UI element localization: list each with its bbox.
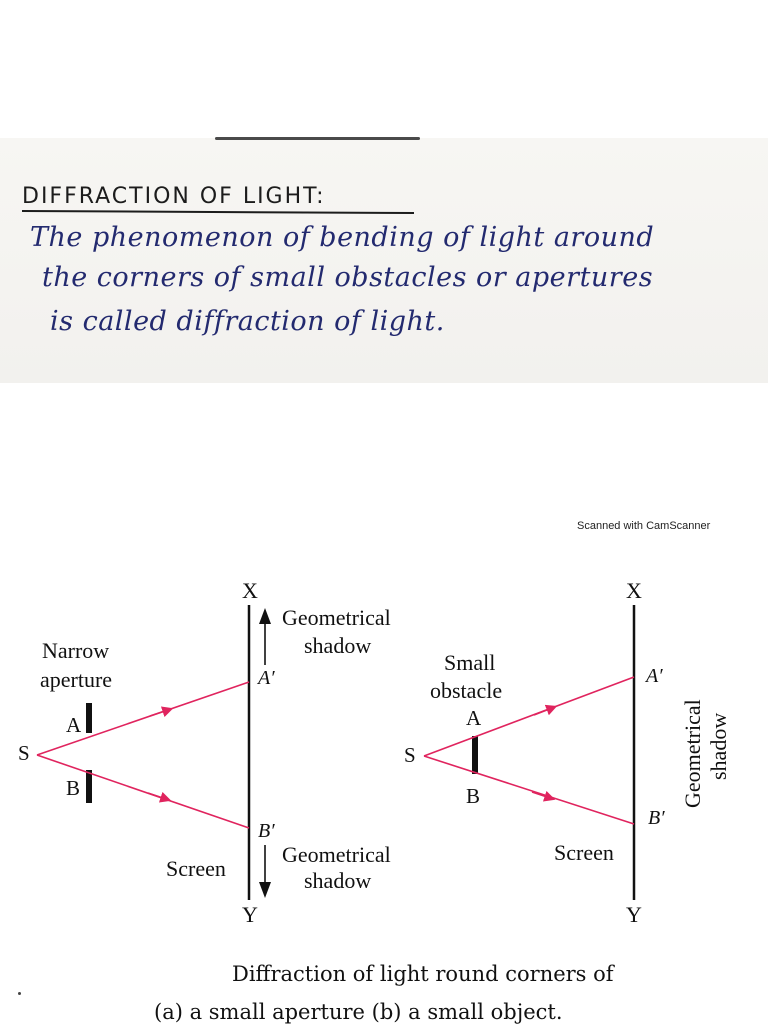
screen-label-b: Screen <box>554 840 614 865</box>
note-heading: DIFFRACTION OF LIGHT: <box>22 184 326 209</box>
obstacle-label-1: Small <box>444 650 495 675</box>
panel-b: X Y A B S A′ B′ Small obstacle Geometric… <box>404 578 731 927</box>
ray-b-bottom <box>423 755 635 825</box>
label-a-edge-a: A <box>66 713 82 737</box>
ray-b-top <box>423 676 635 757</box>
label-y-b: Y <box>626 902 642 927</box>
label-a-prime-a: A′ <box>256 667 275 689</box>
note-line-2: the corners of small obstacles or apertu… <box>42 262 654 293</box>
aperture-edge-a-bottom <box>86 770 92 803</box>
label-b-edge-b: B <box>466 784 480 808</box>
caption-line-2: (a) a small aperture (b) a small object. <box>154 1000 563 1024</box>
shadow-label-a-top-2: shadow <box>304 633 371 658</box>
ray-arrow-b-top <box>533 704 558 716</box>
label-b-edge-a: B <box>66 776 80 800</box>
aperture-edge-a-top <box>86 703 92 733</box>
shadow-arrowhead-a-bottom <box>259 882 271 898</box>
shadow-label-a-bottom-1: Geometrical <box>282 842 391 867</box>
scan-speck <box>18 992 21 995</box>
label-a-prime-b: A′ <box>644 665 663 687</box>
ray-a-top <box>36 681 250 756</box>
shadow-label-b-1: Geometrical <box>680 699 705 808</box>
aperture-label-2: aperture <box>40 667 112 692</box>
label-x-a: X <box>242 578 258 603</box>
ray-arrow-b-bottom <box>531 790 556 802</box>
aperture-label-1: Narrow <box>42 638 109 663</box>
scanner-watermark: Scanned with CamScanner <box>577 520 711 532</box>
note-line-3: is called diffraction of light. <box>50 306 445 337</box>
ray-arrow-a-top <box>149 706 174 718</box>
obstacle-b <box>472 736 478 774</box>
label-s-a: S <box>18 741 30 765</box>
diffraction-diagram: X Y A B S A′ B′ Narrow aperture Geometri… <box>18 578 731 927</box>
note-line-1: The phenomenon of bending of light aroun… <box>30 222 655 253</box>
label-b-prime-a: B′ <box>258 820 275 842</box>
label-b-prime-b: B′ <box>648 807 665 829</box>
shadow-label-b-2: shadow <box>706 713 731 780</box>
label-a-edge-b: A <box>466 706 482 730</box>
caption-line-1: Diffraction of light round corners of <box>232 962 614 986</box>
panel-a: X Y A B S A′ B′ Narrow aperture Geometri… <box>18 578 391 927</box>
label-y-a: Y <box>242 902 258 927</box>
shadow-label-a-bottom-2: shadow <box>304 868 371 893</box>
screen-label-a: Screen <box>166 856 226 881</box>
label-s-b: S <box>404 743 416 767</box>
shadow-label-a-top-1: Geometrical <box>282 605 391 630</box>
label-x-b: X <box>626 578 642 603</box>
notebook-photo: DIFFRACTION OF LIGHT: The phenomenon of … <box>0 0 768 390</box>
paper-edge-line <box>215 137 420 140</box>
notebook-paper <box>0 138 768 383</box>
ray-arrow-a-bottom <box>147 791 172 803</box>
obstacle-label-2: obstacle <box>430 678 502 703</box>
ray-a-bottom <box>36 754 250 829</box>
shadow-arrowhead-a-top <box>259 608 271 624</box>
